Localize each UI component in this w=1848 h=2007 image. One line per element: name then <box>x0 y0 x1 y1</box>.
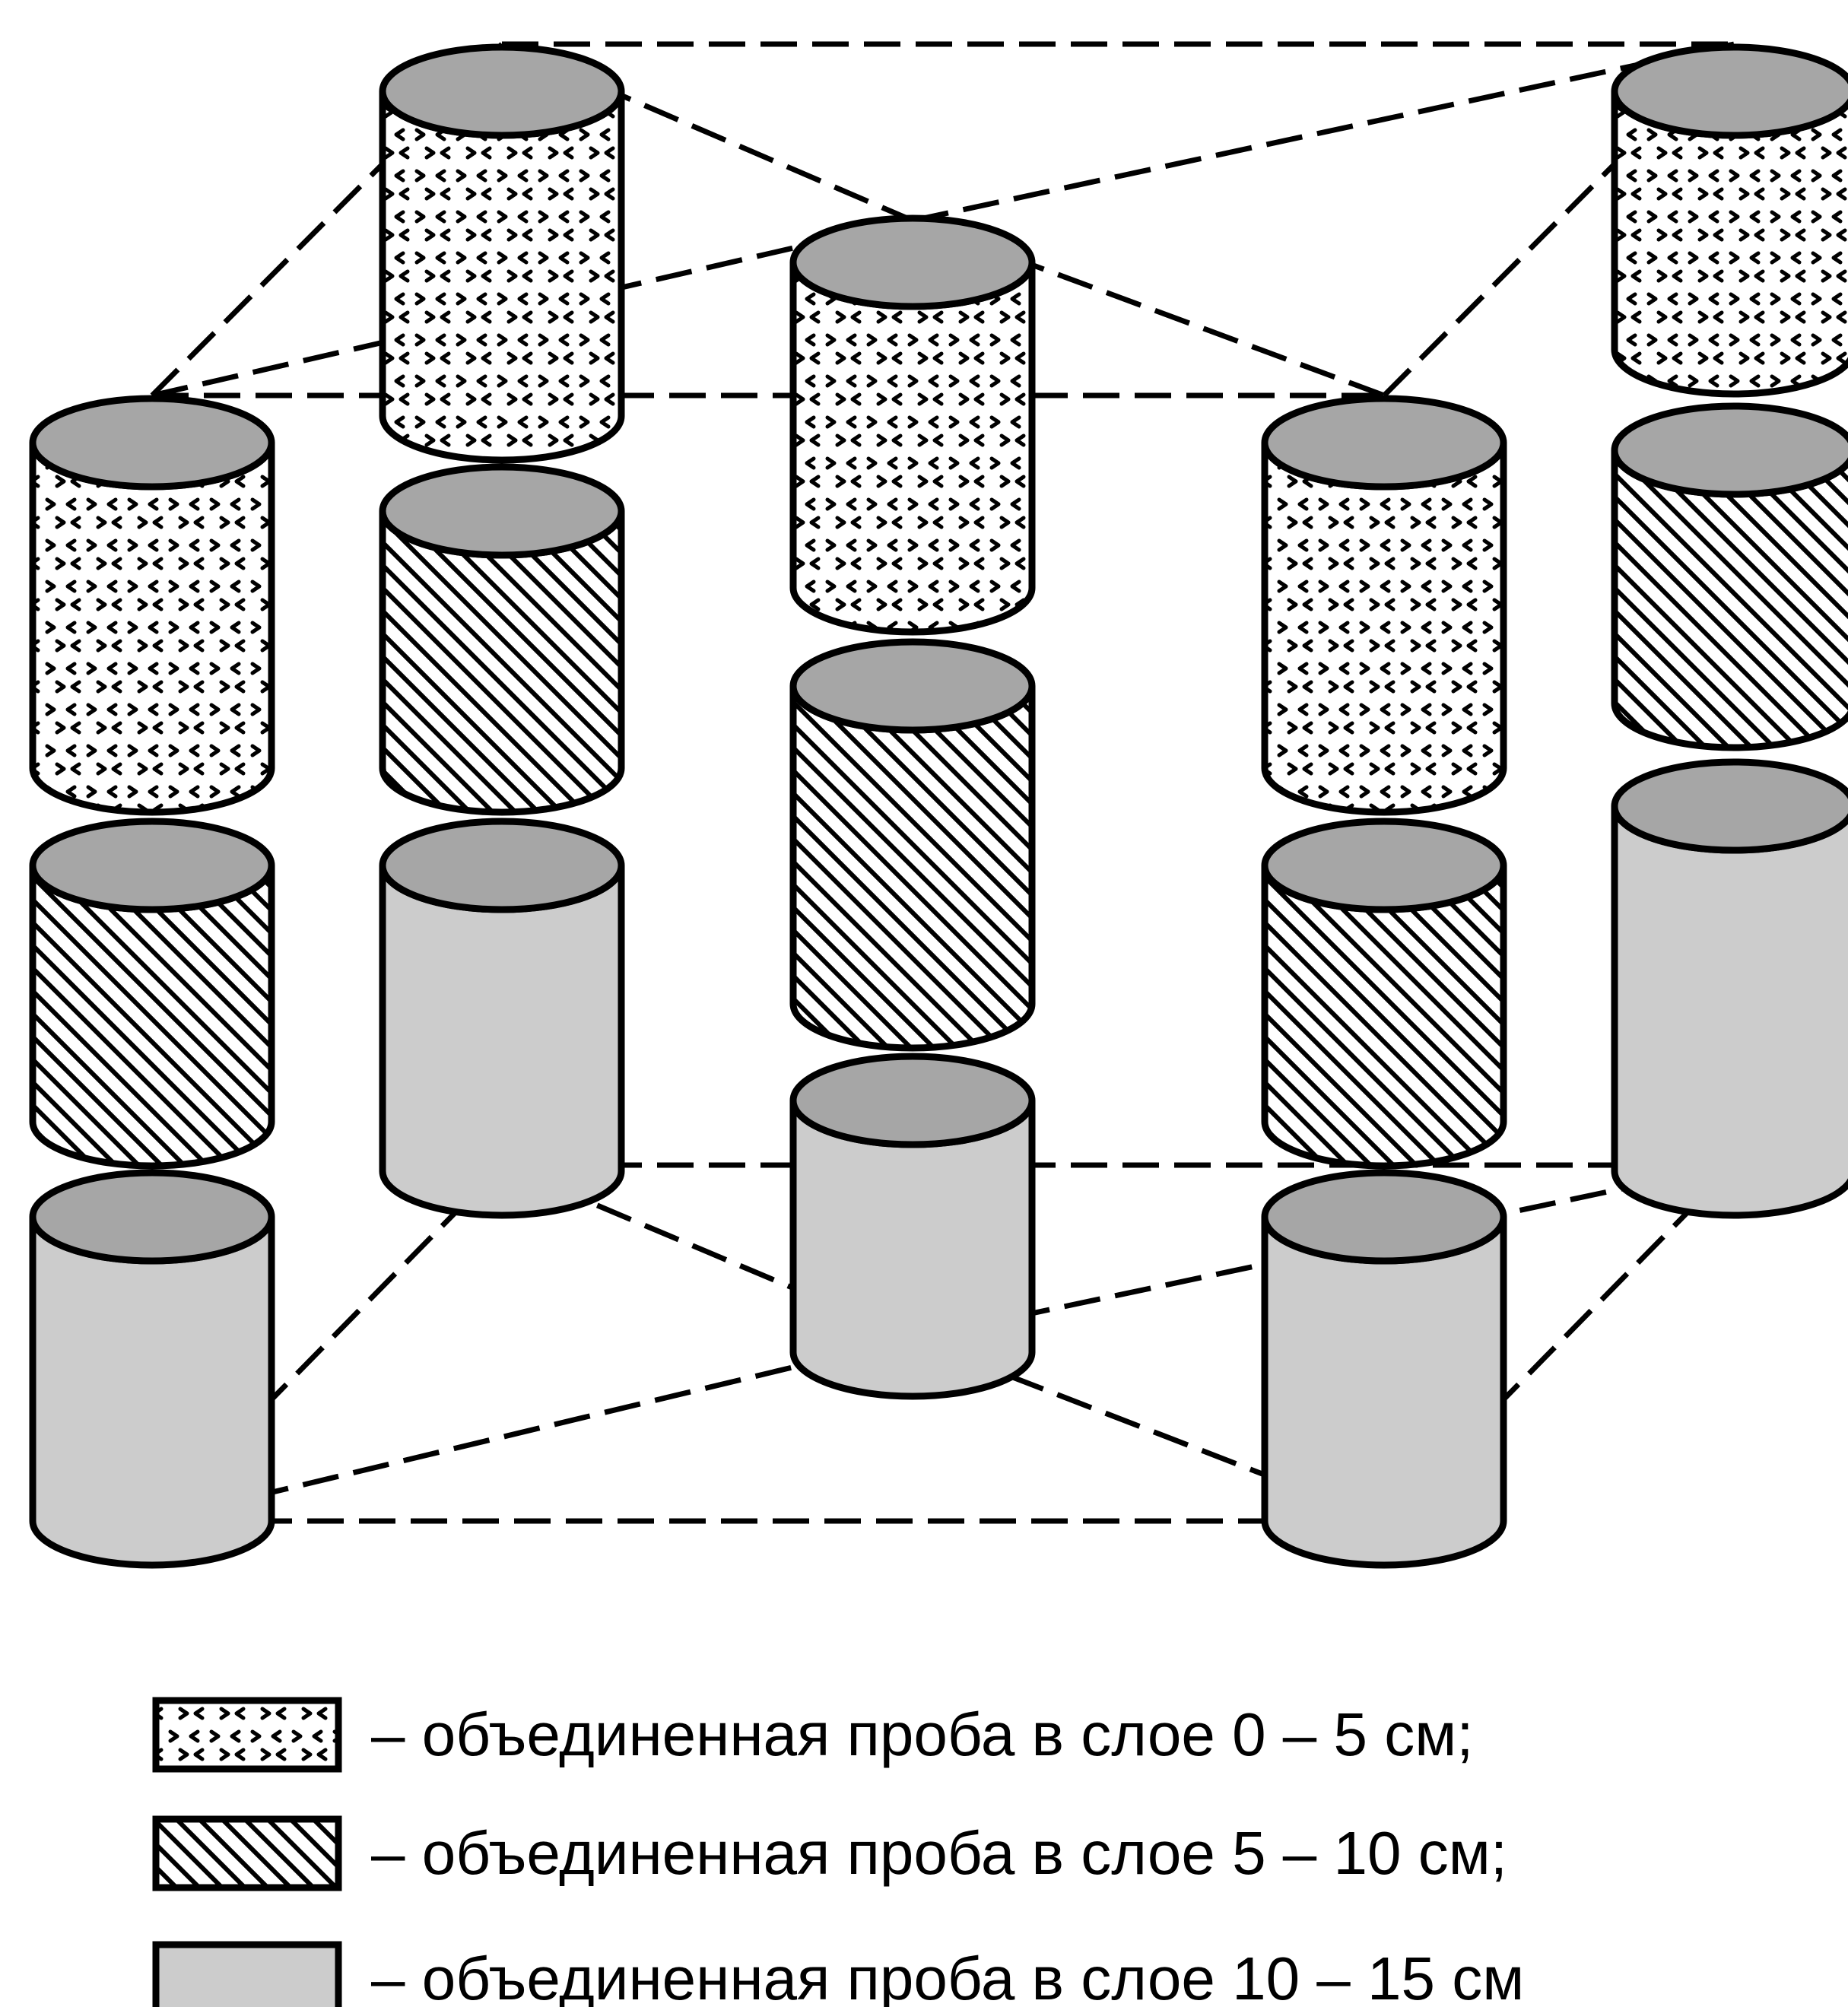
cylinder-top <box>1611 758 1848 854</box>
cylinder-body <box>29 442 275 816</box>
cylinder-columns <box>29 43 1848 1569</box>
column-back-right <box>1611 43 1848 1219</box>
legend-item-layer-0-5: – объединенная проба в слое 0 – 5 см; <box>152 1697 1473 1773</box>
legend-label-layer-5-10: – объединенная проба в слое 5 – 10 см; <box>371 1819 1507 1887</box>
layer-10-15-cylinder <box>379 818 625 1219</box>
layer-0-5-cylinder <box>379 43 625 464</box>
cylinder-top <box>379 43 625 139</box>
cylinder-top <box>379 463 625 559</box>
cylinder-top <box>1261 395 1507 491</box>
cylinder-body <box>379 91 625 464</box>
cylinder-body <box>1261 1216 1507 1569</box>
legend-swatch-hatch <box>152 1815 342 1891</box>
layer-10-15-cylinder <box>29 1169 275 1569</box>
cylinder-top <box>29 818 275 913</box>
layer-10-15-cylinder <box>1611 758 1848 1219</box>
cylinder-body <box>1611 805 1848 1219</box>
legend-item-layer-5-10: – объединенная проба в слое 5 – 10 см; <box>152 1815 1507 1891</box>
dashed-line <box>1382 42 1736 398</box>
layer-0-5-cylinder <box>789 214 1036 636</box>
layer-5-10-cylinder <box>1611 402 1848 751</box>
dashed-line <box>151 1335 913 1524</box>
column-center <box>789 214 1036 1400</box>
legend-swatch-gray <box>152 1941 342 2007</box>
dashed-line <box>912 41 1735 224</box>
cylinder-top <box>1261 1169 1507 1265</box>
layer-0-5-cylinder <box>1611 43 1848 398</box>
cylinder-top <box>1261 818 1507 913</box>
cylinder-top <box>1611 402 1848 498</box>
cylinder-body <box>789 685 1036 1052</box>
layer-0-5-cylinder <box>1261 395 1507 816</box>
layer-5-10-cylinder <box>29 818 275 1170</box>
cylinder-top <box>789 1053 1036 1148</box>
cylinder-body <box>379 865 625 1219</box>
layer-0-5-cylinder <box>29 395 275 816</box>
column-front-right <box>1261 395 1507 1569</box>
layer-5-10-cylinder <box>789 638 1036 1052</box>
column-front-left <box>29 395 275 1569</box>
layer-10-15-cylinder <box>1261 1169 1507 1569</box>
layer-10-15-cylinder <box>789 1053 1036 1400</box>
column-back-left <box>379 43 625 1219</box>
dashed-line <box>150 42 504 398</box>
legend-item-layer-10-15: – объединенная проба в слое 10 – 15 см <box>152 1941 1524 2007</box>
cylinder-body <box>1261 442 1507 816</box>
cylinder-body <box>29 1216 275 1569</box>
cylinder-top <box>1611 43 1848 139</box>
legend-label-layer-0-5: – объединенная проба в слое 0 – 5 см; <box>371 1701 1473 1768</box>
legend-label-layer-10-15: – объединенная проба в слое 10 – 15 см <box>371 1945 1524 2007</box>
cylinder-top <box>379 818 625 913</box>
layer-5-10-cylinder <box>1261 818 1507 1170</box>
cylinder-top <box>29 395 275 491</box>
cylinder-top <box>29 1169 275 1265</box>
cylinder-top <box>789 214 1036 310</box>
legend: – объединенная проба в слое 0 – 5 см; – … <box>152 1697 1524 2007</box>
legend-swatch-dots <box>152 1697 342 1773</box>
cylinder-body <box>789 262 1036 636</box>
layer-5-10-cylinder <box>379 463 625 816</box>
cylinder-top <box>789 638 1036 734</box>
